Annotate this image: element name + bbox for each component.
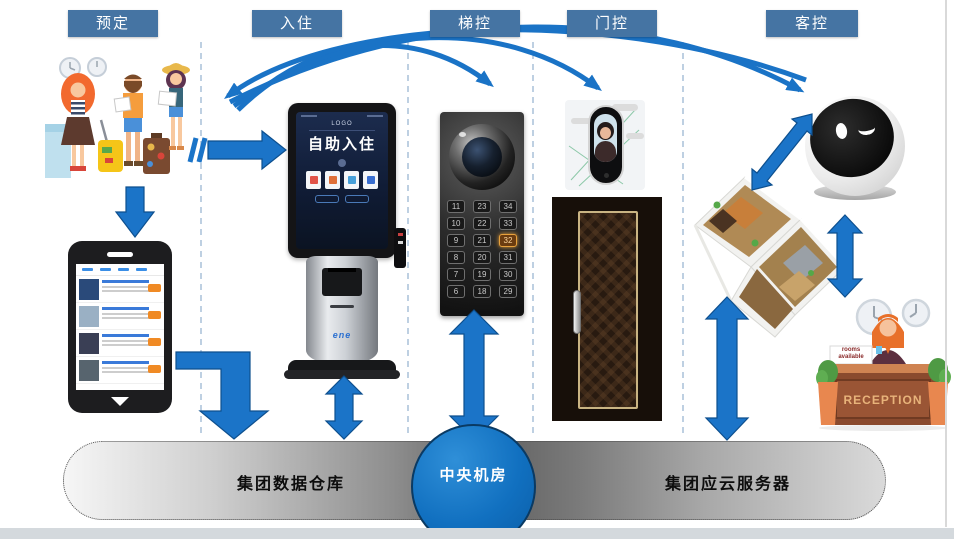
booking-tablet xyxy=(68,241,172,413)
door-panel xyxy=(578,211,638,409)
hotel-list-item xyxy=(76,303,164,330)
kiosk-card-slot xyxy=(330,305,354,308)
label-booking: 预定 xyxy=(68,10,158,37)
floor-button: 21 xyxy=(473,234,491,247)
floor-button: 23 xyxy=(473,200,491,213)
label-door-control: 门控 xyxy=(567,10,657,37)
floor-button: 19 xyxy=(473,268,491,281)
kiosk-screen: LOGO 自助入住 xyxy=(296,112,388,249)
tourists-illustration xyxy=(45,57,190,178)
floor-button: 7 xyxy=(447,268,465,281)
guest-room-door xyxy=(552,197,662,421)
camera-lens-icon xyxy=(449,124,515,190)
floor-button: 29 xyxy=(499,285,517,298)
hotel-list-tabs xyxy=(76,264,164,276)
kiosk-statusbar xyxy=(296,112,388,117)
room-3d-layout xyxy=(693,175,847,338)
label-guest-control: 客控 xyxy=(766,10,858,37)
hotel-list-item xyxy=(76,330,164,357)
elevator-floor-buttons: 11 23 34 10 22 33 9 21 32 8 20 31 7 19 3… xyxy=(447,200,517,298)
reception-desk-sign: RECEPTION xyxy=(843,393,922,407)
face-access-device xyxy=(565,100,645,190)
central-machine-room: 中央机房 xyxy=(411,424,536,539)
floor-button: 22 xyxy=(473,217,491,230)
floor-button: 30 xyxy=(499,268,517,281)
smart-speaker xyxy=(802,91,908,204)
floor-button: 20 xyxy=(473,251,491,264)
checkin-kiosk-screen-unit: LOGO 自助入住 xyxy=(288,103,396,258)
kiosk-base-plate xyxy=(284,370,400,379)
label-elevator-control: 梯控 xyxy=(430,10,520,37)
kiosk-function-tiles xyxy=(296,171,388,189)
central-room-label: 中央机房 xyxy=(439,467,508,484)
kiosk-action-pills xyxy=(296,195,388,203)
data-warehouse-label: 集团数据仓库 xyxy=(236,476,346,493)
elevator-control-panel: 11 23 34 10 22 33 9 21 32 8 20 31 7 19 3… xyxy=(440,112,524,316)
kiosk-logo-text: LOGO xyxy=(331,121,353,127)
floor-button: 18 xyxy=(473,285,491,298)
kiosk-body: ene xyxy=(306,256,378,364)
kiosk-person-icon xyxy=(338,159,346,167)
floor-button: 8 xyxy=(447,251,465,264)
floor-button: 11 xyxy=(447,200,465,213)
hotel-list-item xyxy=(76,357,164,384)
kiosk-card-reader xyxy=(394,228,406,268)
kiosk-printer xyxy=(322,268,362,296)
floor-button: 33 xyxy=(499,217,517,230)
slide-bottom-strip xyxy=(0,528,954,539)
tablet-screen xyxy=(76,264,164,390)
label-checkin: 入住 xyxy=(252,10,342,37)
floor-button: 31 xyxy=(499,251,517,264)
reception-illustration: rooms available RECEPTION xyxy=(816,298,951,431)
hotel-list-item xyxy=(76,276,164,303)
face-recognition-screen xyxy=(588,105,624,185)
kiosk-title: 自助入住 xyxy=(307,136,376,153)
rooms-available-sign: rooms available xyxy=(838,347,864,361)
kiosk-brand-logo: ene xyxy=(332,330,352,340)
floor-button: 34 xyxy=(499,200,517,213)
door-handle xyxy=(573,290,581,334)
floor-button: 6 xyxy=(447,285,465,298)
cloud-server-label: 集团应云服务器 xyxy=(664,476,792,493)
floor-button: 9 xyxy=(447,234,465,247)
tablet-speaker-bar xyxy=(107,252,133,257)
slide-right-border xyxy=(945,0,947,527)
floor-button-active: 32 xyxy=(499,234,517,247)
tablet-home-button xyxy=(111,397,129,406)
floor-button: 10 xyxy=(447,217,465,230)
